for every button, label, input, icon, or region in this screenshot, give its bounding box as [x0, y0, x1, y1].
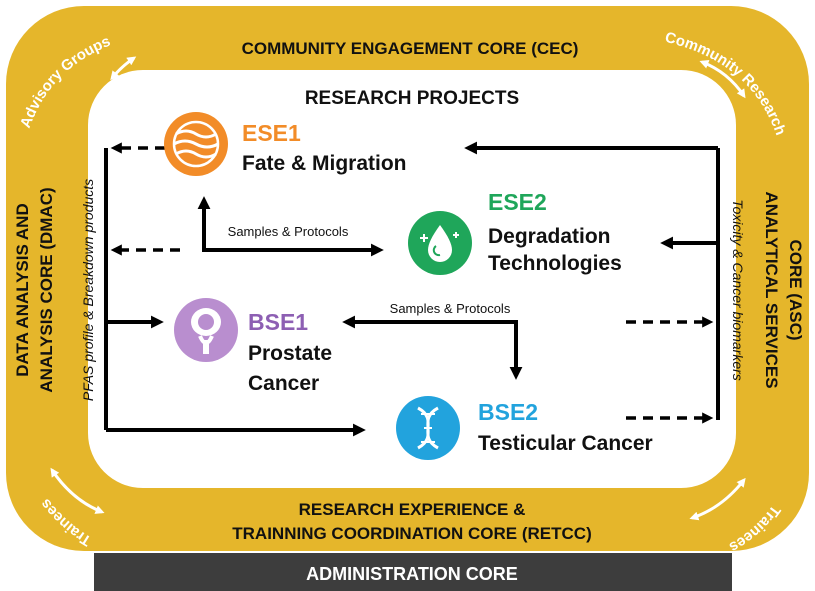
water-layers-icon	[164, 112, 228, 176]
ese2-name-1: Degradation	[488, 225, 611, 248]
droplet-sparkle-icon	[408, 211, 472, 275]
samples-protocols-label-1: Samples & Protocols	[228, 224, 349, 239]
bse2-name: Testicular Cancer	[478, 432, 653, 455]
bse1-name-1: Prostate	[248, 342, 332, 365]
asc-label-1: ANALYTICAL SERVICES	[762, 191, 781, 388]
bse1-code: BSE1	[248, 309, 308, 335]
advisory-arrow-icon	[110, 56, 137, 81]
bse1-name-2: Cancer	[248, 372, 319, 395]
community-arrow-icon	[699, 60, 746, 99]
cec-label: COMMUNITY ENGAGEMENT CORE (CEC)	[242, 39, 579, 58]
dna-icon	[396, 396, 460, 460]
toxicity-biomarkers-label: Toxicity & Cancer biomarkers	[730, 199, 746, 381]
ese1-name: Fate & Migration	[242, 152, 407, 175]
admin-label: ADMINISTRATION CORE	[306, 564, 518, 584]
ese2-node: ESE2 Degradation Technologies	[408, 189, 622, 275]
retcc-label-1: RESEARCH EXPERIENCE &	[299, 500, 526, 519]
samples-protocols-label-2: Samples & Protocols	[390, 301, 511, 316]
research-projects-title: RESEARCH PROJECTS	[305, 88, 519, 109]
bse1-node: BSE1 Prostate Cancer	[174, 298, 332, 395]
ese1-node: ESE1 Fate & Migration	[164, 112, 407, 176]
bse1-bse2-samples-arrow	[342, 315, 523, 380]
ese1-code: ESE1	[242, 120, 301, 146]
research-area	[88, 70, 736, 488]
trainees-right-arrow-icon	[689, 477, 746, 521]
retcc-label-2: TRAINNING COORDINATION CORE (RETCC)	[232, 524, 592, 543]
bse2-node: BSE2 Testicular Cancer	[396, 396, 653, 460]
asc-label-2: CORE (ASC)	[786, 239, 805, 340]
trainees-left-arrow-icon	[50, 467, 105, 514]
dmac-label-2: ANALYSIS CORE (DMAC)	[37, 187, 56, 392]
prostate-icon	[174, 298, 238, 362]
ese2-code: ESE2	[488, 189, 547, 215]
admin-bar	[94, 553, 732, 591]
dmac-label-1: DATA ANALYSIS AND	[13, 203, 32, 376]
bse2-code: BSE2	[478, 399, 538, 425]
ese2-name-2: Technologies	[488, 252, 622, 275]
ese1-ese2-samples-arrow	[197, 196, 384, 257]
pfas-profile-label: PFAS profile & Breakdown products	[80, 179, 96, 401]
